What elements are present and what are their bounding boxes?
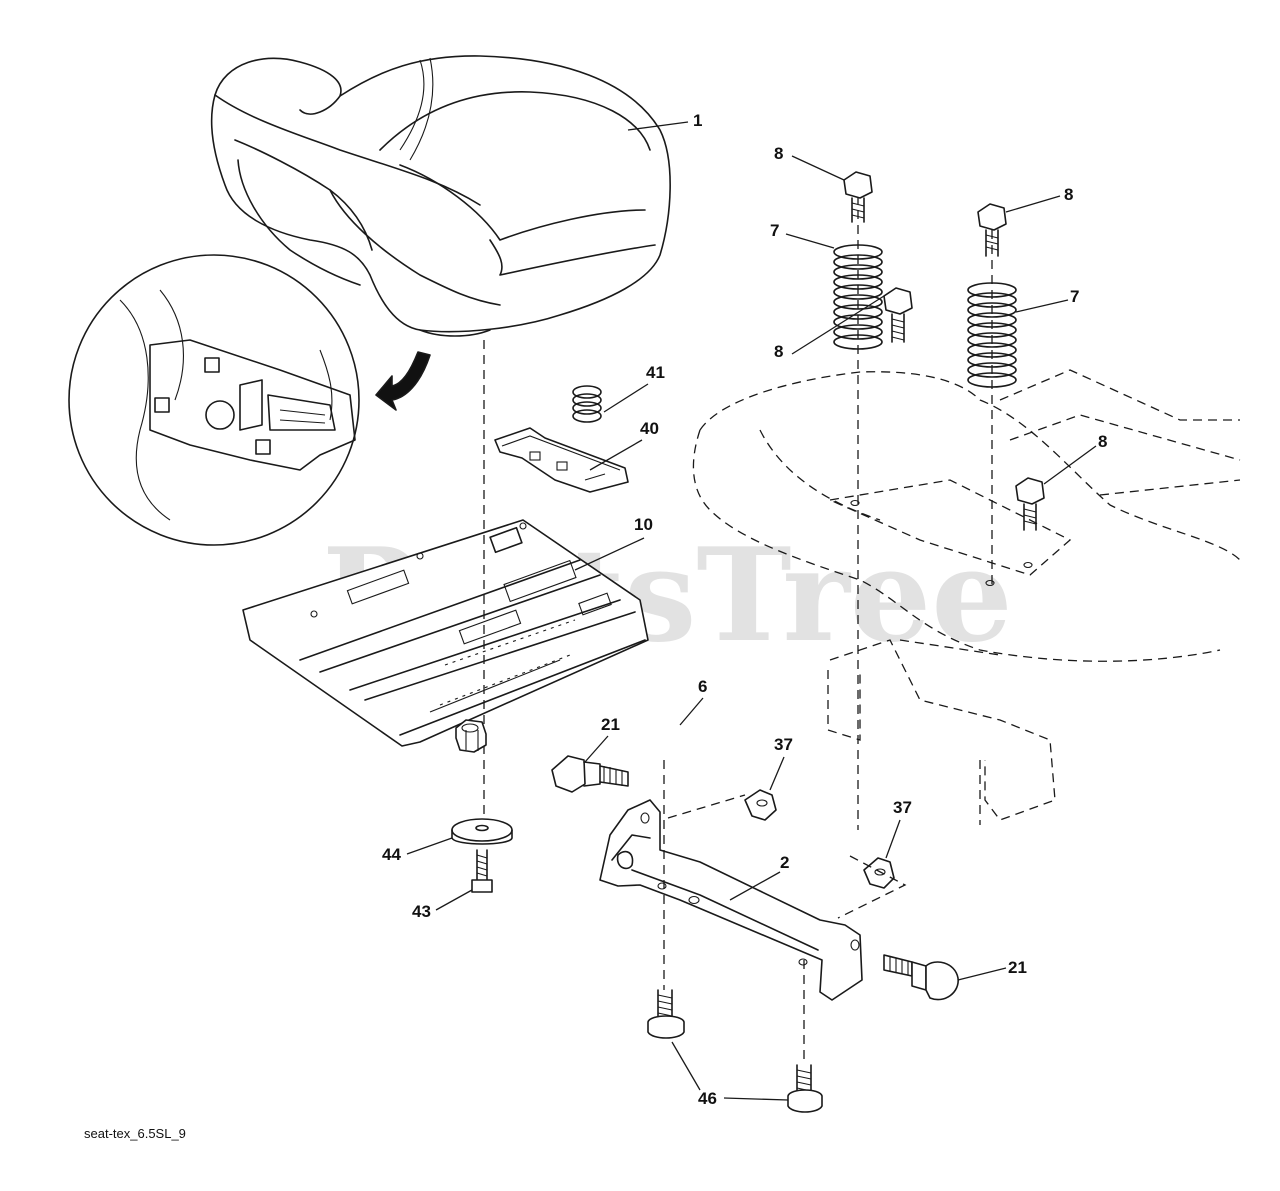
leader-seat-bolt-mid-right (1043, 445, 1097, 485)
callout-bolts-bottom: 46 (698, 1089, 717, 1108)
leader-bolts-bottom-a (671, 1041, 701, 1091)
seat-bolt-top-left[interactable] (843, 171, 873, 223)
clip[interactable] (494, 427, 629, 493)
callout-nut: 6 (698, 677, 707, 696)
callout-spring-right: 7 (1070, 287, 1079, 306)
leader-shoulder-bolt-left (584, 735, 609, 763)
centerline-spacer-lower (837, 855, 907, 919)
seat-bolt-mid-right[interactable] (1015, 477, 1045, 531)
callout-seat-bolt-top-left: 8 (774, 144, 783, 163)
leader-nut (679, 697, 704, 726)
shoulder-bolt-left[interactable] (551, 755, 629, 793)
leader-seat-bolt-mid-left (791, 295, 885, 355)
detail-arrow-icon (375, 351, 431, 411)
leader-shoulder-bolt-right (957, 967, 1007, 981)
leader-washer (406, 837, 453, 855)
callout-spacer-upper: 37 (774, 735, 793, 754)
small-spring[interactable] (572, 385, 602, 423)
leader-spacer-upper (769, 756, 785, 791)
bolt-bottom-left[interactable] (647, 989, 685, 1039)
washer[interactable] (451, 818, 513, 845)
callout-seat-bolt-top-right: 8 (1064, 185, 1073, 204)
leader-seat-bolt-top-left (791, 155, 845, 181)
leader-bolts-bottom-b (723, 1097, 789, 1101)
nut[interactable] (455, 719, 487, 753)
callout-spring-left: 7 (770, 221, 779, 240)
seat-bolt-top-right[interactable] (977, 203, 1007, 257)
screw[interactable] (471, 849, 493, 893)
leader-spacer-lower (885, 819, 901, 859)
callout-seat-bolt-mid-right: 8 (1098, 432, 1107, 451)
mower-frame (692, 369, 1241, 825)
seat-bolt-mid-left[interactable] (883, 287, 913, 343)
leader-screw (435, 889, 473, 911)
leader-seat (627, 121, 689, 131)
callout-seat-plate: 10 (634, 515, 653, 534)
callout-bracket: 2 (780, 853, 789, 872)
centerline-spacer-upper (667, 794, 746, 819)
leader-bracket (729, 871, 781, 901)
leader-spring-right (1015, 299, 1069, 313)
detail-view (68, 254, 360, 546)
shoulder-bolt-right[interactable] (883, 954, 959, 1001)
callout-washer: 44 (382, 845, 401, 864)
diagram-caption: seat-tex_6.5SL_9 (84, 1126, 186, 1141)
seat[interactable] (210, 55, 671, 337)
bolt-bottom-right[interactable] (787, 1064, 823, 1113)
spacer-upper[interactable] (744, 789, 777, 821)
spacer-lower[interactable] (863, 857, 895, 889)
leader-small-spring (603, 383, 649, 413)
callout-small-spring: 41 (646, 363, 665, 382)
leader-seat-bolt-top-right (1005, 195, 1061, 213)
callout-seat: 1 (693, 111, 702, 130)
callout-screw: 43 (412, 902, 431, 921)
seat-plate[interactable] (242, 519, 649, 747)
callout-seat-bolt-mid-left: 8 (774, 342, 783, 361)
leader-spring-left (785, 233, 835, 249)
callout-clip: 40 (640, 419, 659, 438)
leader-clip (589, 439, 643, 471)
callout-shoulder-bolt-right: 21 (1008, 958, 1027, 977)
callout-shoulder-bolt-left: 21 (601, 715, 620, 734)
leader-seat-plate (574, 537, 645, 571)
callout-spacer-lower: 37 (893, 798, 912, 817)
